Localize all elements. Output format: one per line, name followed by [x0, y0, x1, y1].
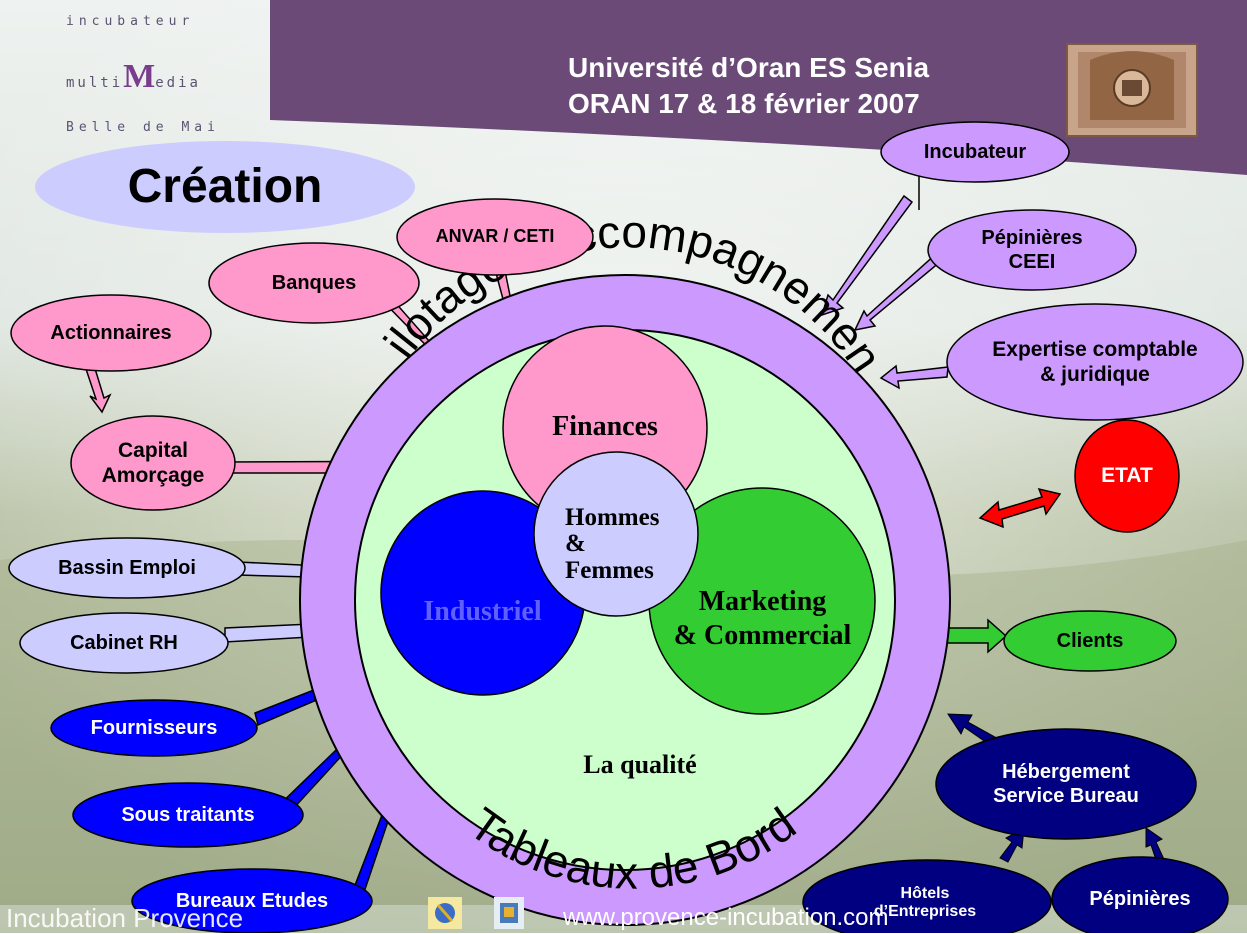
fournisseurs-node — [50, 699, 258, 757]
clients-node — [1003, 610, 1177, 672]
logo-top-text: incubateur — [66, 14, 195, 29]
actionnaires-label: Actionnaires — [50, 322, 172, 344]
hotels-label: Hôtels d’Entreprises — [873, 884, 977, 920]
pepinieres-ceei-node — [927, 209, 1137, 291]
actionnaires-node — [10, 294, 212, 372]
hotels-node — [802, 859, 1052, 933]
expertise-label: Expertise comptable & juridique — [992, 337, 1198, 386]
etat-label: ETAT — [1101, 464, 1153, 488]
bassin-label: Bassin Emploi — [58, 557, 196, 579]
crest-logo — [1066, 43, 1198, 137]
logo-mark-icon: M — [123, 58, 156, 95]
expertise-node — [946, 303, 1244, 421]
creation-ellipse — [35, 141, 415, 233]
pepinieres-label: Pépinières — [1089, 888, 1191, 910]
logo-bottom-text: Belle de Mai — [66, 120, 220, 135]
header-line-2: ORAN 17 & 18 février 2007 — [568, 88, 920, 119]
anvar-node — [396, 198, 594, 276]
hommes-circle — [533, 451, 699, 617]
page-title: Création — [127, 160, 323, 214]
capital-label: Capital Amorçage — [101, 438, 205, 487]
banques-label: Banques — [271, 272, 357, 294]
capital-node — [70, 415, 236, 511]
bureaux-label: Bureaux Etudes — [175, 890, 329, 912]
cabinet-node — [19, 612, 229, 674]
header-line-1: Université d’Oran ES Senia — [568, 52, 930, 83]
anvar-label: ANVAR / CETI — [435, 226, 555, 247]
hebergement-label: Hébergement Service Bureau — [993, 761, 1139, 807]
marketing-label: Marketing & Commercial — [673, 586, 852, 651]
cabinet-label: Cabinet RH — [70, 632, 178, 654]
logo-mid-prefix: multi — [66, 75, 124, 91]
industriel-label: Industriel — [423, 596, 542, 628]
logo-mid: multiMedia — [66, 58, 201, 96]
etat-node — [1074, 419, 1180, 533]
banques-node — [208, 242, 420, 324]
sous-traitants-node — [72, 782, 304, 848]
footer-logo-2 — [494, 897, 524, 929]
incubateur-label: Incubateur — [923, 141, 1027, 163]
hommes-label: Hommes & Femmes — [565, 504, 660, 584]
fournisseurs-label: Fournisseurs — [90, 717, 218, 739]
sous-traitants-label: Sous traitants — [121, 804, 255, 826]
logo-mid-suffix: edia — [155, 75, 201, 91]
footer-url[interactable]: www.provence-incubation.com — [563, 904, 889, 931]
pepinieres-node — [1051, 856, 1229, 933]
finances-label: Finances — [552, 411, 658, 443]
quality-label: La qualité — [583, 750, 697, 780]
incubateur-node — [880, 121, 1070, 183]
footer-left-text: Incubation Provence — [6, 903, 244, 933]
clients-label: Clients — [1056, 630, 1124, 652]
hebergement-node — [935, 728, 1197, 840]
pepinieres-ceei-label: Pépinières CEEI — [981, 227, 1083, 273]
bureaux-node — [131, 868, 373, 933]
footer-logo-1 — [428, 897, 462, 929]
bassin-node — [8, 537, 246, 599]
